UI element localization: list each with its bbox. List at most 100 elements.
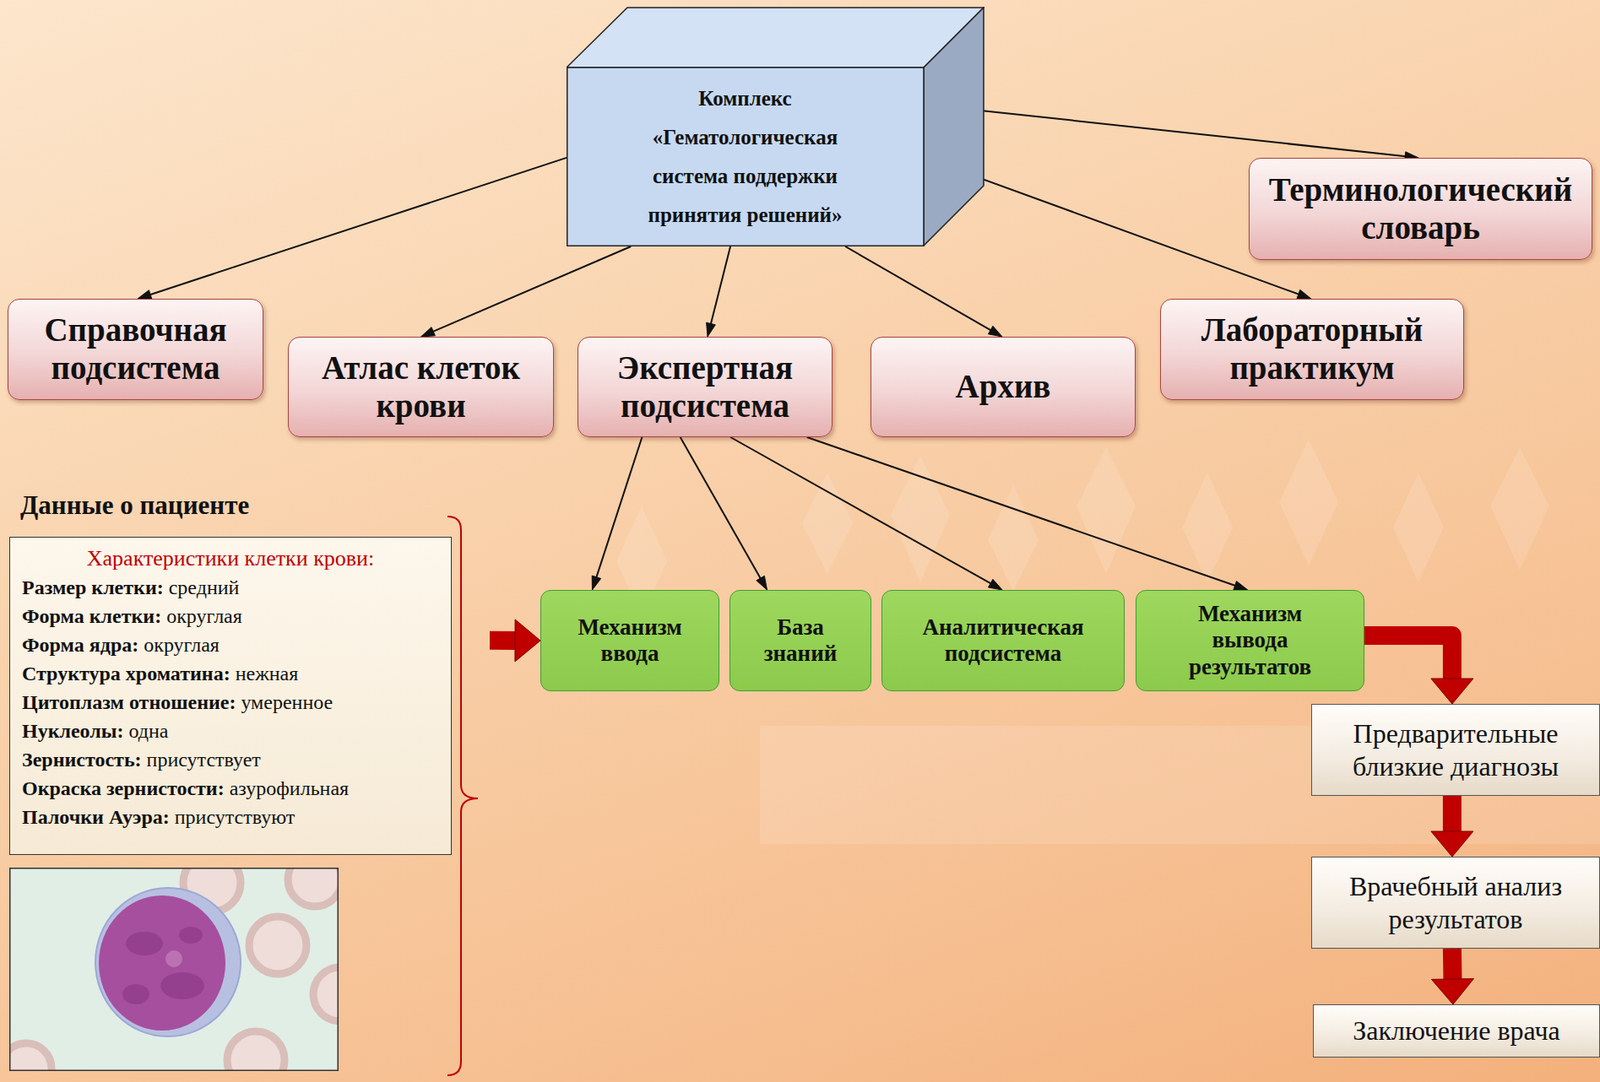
characteristic-value: нежная: [230, 662, 299, 685]
node-label: Экспертная подсистема: [589, 349, 821, 426]
red-blood-cell: [287, 852, 342, 907]
arrowhead: [706, 322, 716, 337]
characteristic-line: Окраска зернистости: азурофильная: [21, 774, 440, 803]
component-box: Механизм ввода: [540, 590, 720, 692]
connector-line: [959, 108, 1408, 157]
characteristic-name: Форма клетки:: [21, 605, 162, 628]
chromatin: [160, 972, 205, 1000]
characteristic-name: Зернистость:: [21, 748, 142, 771]
connector-line: [710, 246, 731, 326]
background-pattern: [616, 439, 1600, 845]
node-label: Лабораторный практикум: [1171, 311, 1453, 388]
module-box: Терминологический словарь: [1248, 157, 1593, 261]
nucleus: [98, 895, 226, 1031]
connector-line: [596, 437, 643, 581]
connector: [959, 108, 1419, 162]
pattern-shape: [1490, 447, 1550, 570]
characteristic-line: Палочки Ауэра: присутствуют: [21, 802, 440, 832]
node-label: Справочная подсистема: [19, 311, 252, 388]
nucleolus: [165, 950, 183, 968]
characteristic-line: Структура хроматина: нежная: [21, 659, 440, 689]
module-box: Экспертная подсистема: [577, 336, 833, 438]
arrowhead: [756, 575, 768, 591]
connector: [845, 246, 1003, 337]
arrowhead: [987, 325, 1003, 337]
arrowhead: [591, 575, 601, 591]
characteristic-name: Форма ядра:: [21, 634, 139, 657]
characteristic-line: Зернистость: присутствует: [21, 745, 440, 775]
curly-bracket: [447, 516, 478, 1076]
characteristic-line: Цитоплазм отношение: умеренное: [21, 688, 440, 717]
patient-data-panel: Данные о пациентеХарактеристики клетки к…: [9, 489, 490, 856]
node-label: Предварительные близкие диагнозы: [1323, 717, 1589, 783]
characteristic-name: Структура хроматина:: [21, 662, 231, 685]
characteristic-name: Размер клетки:: [21, 576, 164, 599]
connector-line: [845, 246, 993, 332]
characteristic-name: Нуклеолы:: [21, 720, 125, 743]
node-label: Архив: [955, 368, 1052, 407]
component-box: Аналитическая подсистема: [881, 590, 1125, 692]
arrowhead: [515, 619, 541, 662]
module-box: Архив: [870, 336, 1136, 438]
characteristic-line: Нуклеолы: одна: [21, 716, 440, 746]
connector: [489, 619, 541, 662]
node-label: Механизм ввода: [550, 614, 710, 668]
connector: [730, 437, 1003, 591]
connector: [706, 246, 731, 337]
arrowhead: [1296, 289, 1312, 299]
micrograph-ground: [9, 867, 339, 1072]
pattern-shape: [802, 472, 853, 575]
characteristic-name: Окраска зернистости:: [21, 777, 225, 800]
characteristic-value: присутствуют: [169, 806, 296, 829]
connector: [1431, 796, 1474, 857]
characteristic-value: округлая: [138, 634, 220, 657]
step-box: Врачебный анализ результатов: [1311, 856, 1600, 950]
characteristic-value: азурофильная: [224, 777, 349, 800]
characteristic-line: Форма клетки: округлая: [21, 602, 440, 631]
connector: [680, 437, 768, 591]
arrowhead: [987, 579, 1003, 591]
red-blood-cell: [313, 967, 368, 1022]
system-cube: Комплекс «Гематологическая система подде…: [566, 6, 985, 247]
node-label: Заключение врача: [1352, 1014, 1561, 1047]
arrowhead: [1431, 678, 1474, 705]
connector: [1364, 635, 1474, 705]
arrowhead: [137, 290, 152, 299]
characteristic-line: Размер клетки: средний: [21, 573, 440, 603]
connector: [1431, 949, 1474, 1005]
connector-line: [730, 437, 993, 586]
red-blood-cell: [0, 1043, 52, 1082]
connector-line: [147, 157, 567, 296]
chromatin: [178, 927, 203, 944]
cube-front: [567, 67, 924, 246]
node-label: Врачебный анализ результатов: [1323, 870, 1589, 936]
connector: [137, 157, 567, 299]
component-box: База знаний: [729, 590, 872, 692]
node-label: База знаний: [739, 614, 862, 668]
pattern-shape: [1279, 439, 1339, 566]
panel-heading: Данные о пациенте: [9, 489, 490, 521]
arrowhead: [1431, 831, 1474, 857]
arrowhead: [1431, 979, 1474, 1005]
connector-line: [489, 631, 516, 651]
pattern-shape: [987, 485, 1039, 592]
characteristic-name: Палочки Ауэра:: [21, 806, 170, 829]
pattern-shape: [1076, 447, 1136, 575]
pattern-shape: [1393, 472, 1444, 583]
node-label: Аналитическая подсистема: [891, 614, 1115, 668]
arrowhead: [1233, 581, 1248, 591]
node-label: Терминологический словарь: [1260, 171, 1581, 248]
module-box: Лабораторный практикум: [1160, 298, 1465, 401]
node-label: Атлас клеток крови: [299, 349, 543, 426]
node-label: Механизм вывода результатов: [1166, 601, 1335, 680]
connector-line: [430, 246, 631, 333]
cytoplasm: [95, 888, 241, 1037]
panel-title: Характеристики клетки крови:: [21, 544, 440, 574]
characteristic-value: средний: [163, 576, 240, 599]
module-box: Атлас клеток крови: [287, 336, 554, 438]
cube-side: [923, 7, 984, 246]
connector-line: [1442, 796, 1462, 833]
red-blood-cell: [227, 1031, 285, 1082]
characteristic-value: одна: [124, 720, 169, 743]
step-box: Заключение врача: [1312, 1004, 1600, 1058]
